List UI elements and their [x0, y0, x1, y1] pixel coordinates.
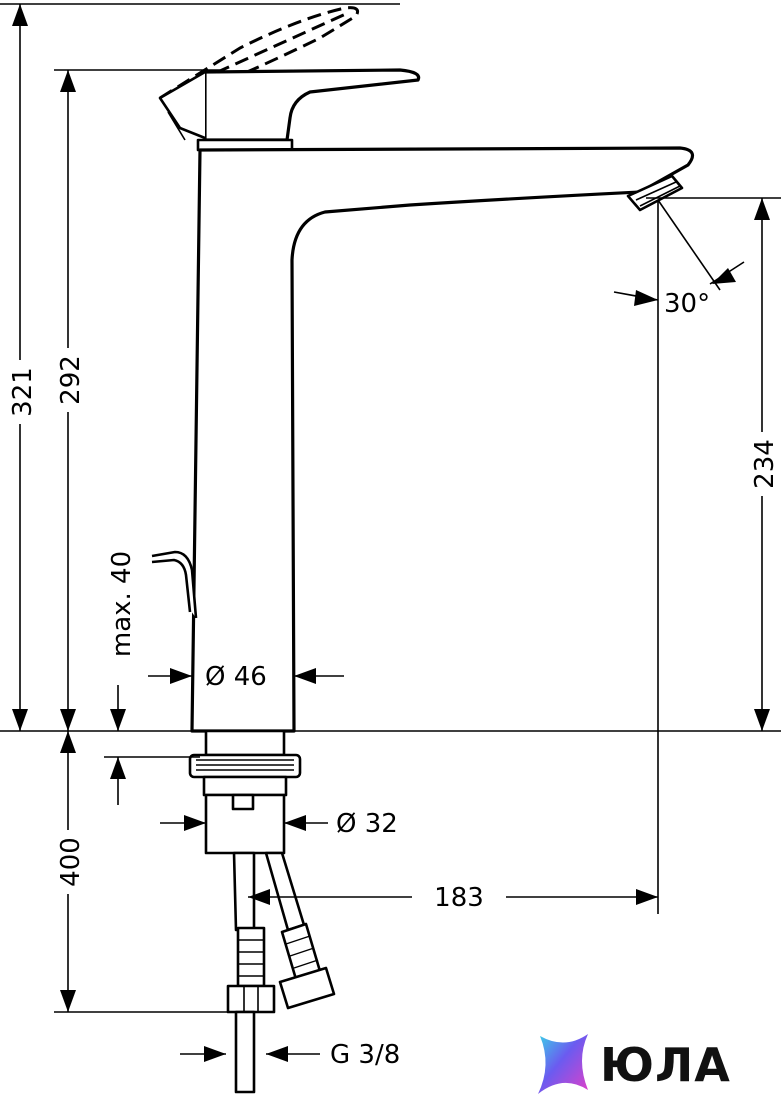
dim-diameter-46: Ø 46: [205, 662, 267, 692]
dim-diameter-32: Ø 32: [336, 809, 398, 839]
supply-hose-left: [232, 851, 256, 932]
aerator: [626, 174, 684, 212]
lever-handle: [203, 68, 421, 142]
dimension-labels: 321 292 234 400 max. 40 Ø 46 Ø 32 183 G …: [6, 289, 780, 1070]
dim-max-40: max. 40: [107, 551, 137, 657]
body-and-spout: [190, 146, 695, 733]
dim-183: 183: [434, 883, 484, 913]
supply-hose-right: [264, 851, 306, 932]
hex-nut-right: [278, 966, 336, 1010]
mounting-nut: [188, 753, 302, 779]
hex-nut-left: [226, 984, 276, 1014]
dim-400: 400: [56, 837, 86, 887]
brand-logo-mark: [538, 1034, 588, 1094]
copper-pipe: [234, 1010, 256, 1094]
brand-logo-text: ЮЛА: [600, 1038, 731, 1092]
popup-rod: [151, 550, 198, 619]
dim-292: 292: [56, 355, 86, 405]
below-deck-assembly: [188, 729, 336, 1094]
dim-321: 321: [8, 367, 38, 417]
dim-g-3-8: G 3/8: [330, 1040, 400, 1070]
faucet-body: [151, 6, 695, 733]
dim-234: 234: [750, 439, 780, 489]
dim-angle-30: 30°: [664, 289, 710, 319]
